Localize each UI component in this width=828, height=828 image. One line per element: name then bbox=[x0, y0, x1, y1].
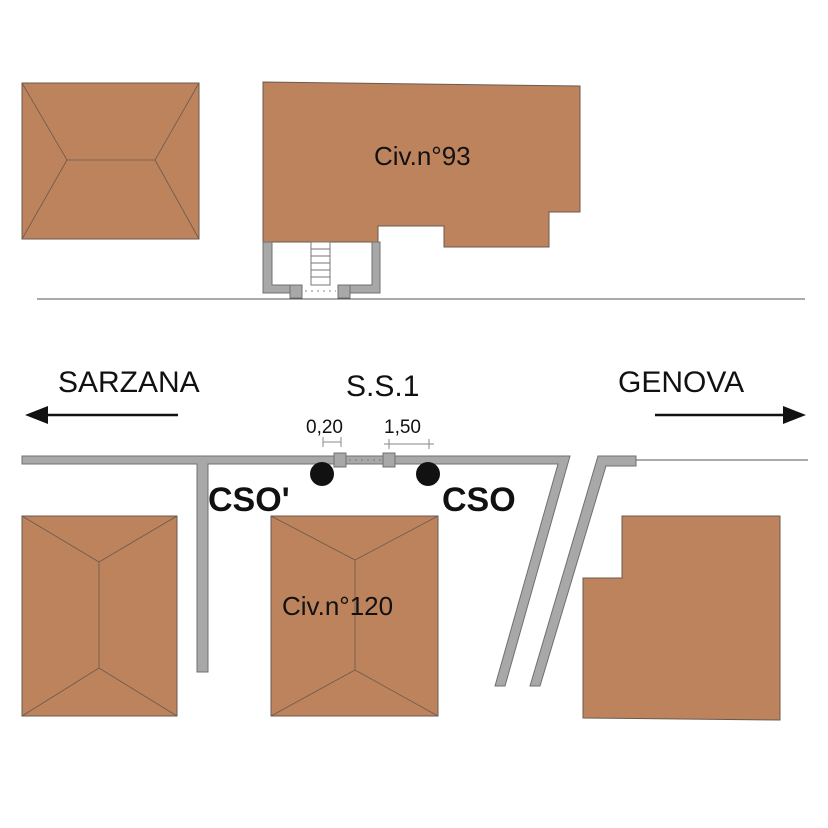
dimension-right-label: 1,50 bbox=[384, 417, 421, 438]
cso-marker bbox=[416, 462, 440, 486]
cso-prime-marker bbox=[310, 462, 334, 486]
gate-post-south-left bbox=[333, 452, 347, 468]
gate-post-right bbox=[337, 284, 351, 299]
building-top-left bbox=[21, 82, 200, 240]
building-civ-93: Civ.n°93 bbox=[262, 81, 581, 248]
dimension-left-mark bbox=[322, 437, 342, 447]
road-walls-south bbox=[21, 452, 808, 687]
cso-label: CSO bbox=[442, 481, 516, 519]
civ93-label: Civ.n°93 bbox=[374, 141, 471, 171]
cso-prime-label: CSO' bbox=[208, 481, 290, 519]
building-bottom-right bbox=[582, 515, 781, 721]
direction-west-label: SARZANA bbox=[58, 366, 200, 399]
arrow-west-icon bbox=[25, 406, 178, 424]
dimension-left-label: 0,20 bbox=[306, 417, 343, 438]
road-label: S.S.1 bbox=[346, 370, 419, 403]
building-civ-120: Civ.n°120 bbox=[270, 515, 439, 717]
direction-east-label: GENOVA bbox=[618, 366, 744, 399]
arrow-east-icon bbox=[655, 406, 806, 424]
dimension-right-mark bbox=[384, 439, 434, 449]
gate-post-south-right bbox=[382, 452, 396, 468]
civ120-label: Civ.n°120 bbox=[282, 591, 393, 621]
stairs bbox=[310, 241, 331, 286]
entrance-walls bbox=[262, 241, 381, 299]
gate-post-left bbox=[289, 284, 303, 299]
building-bottom-left bbox=[21, 515, 178, 717]
